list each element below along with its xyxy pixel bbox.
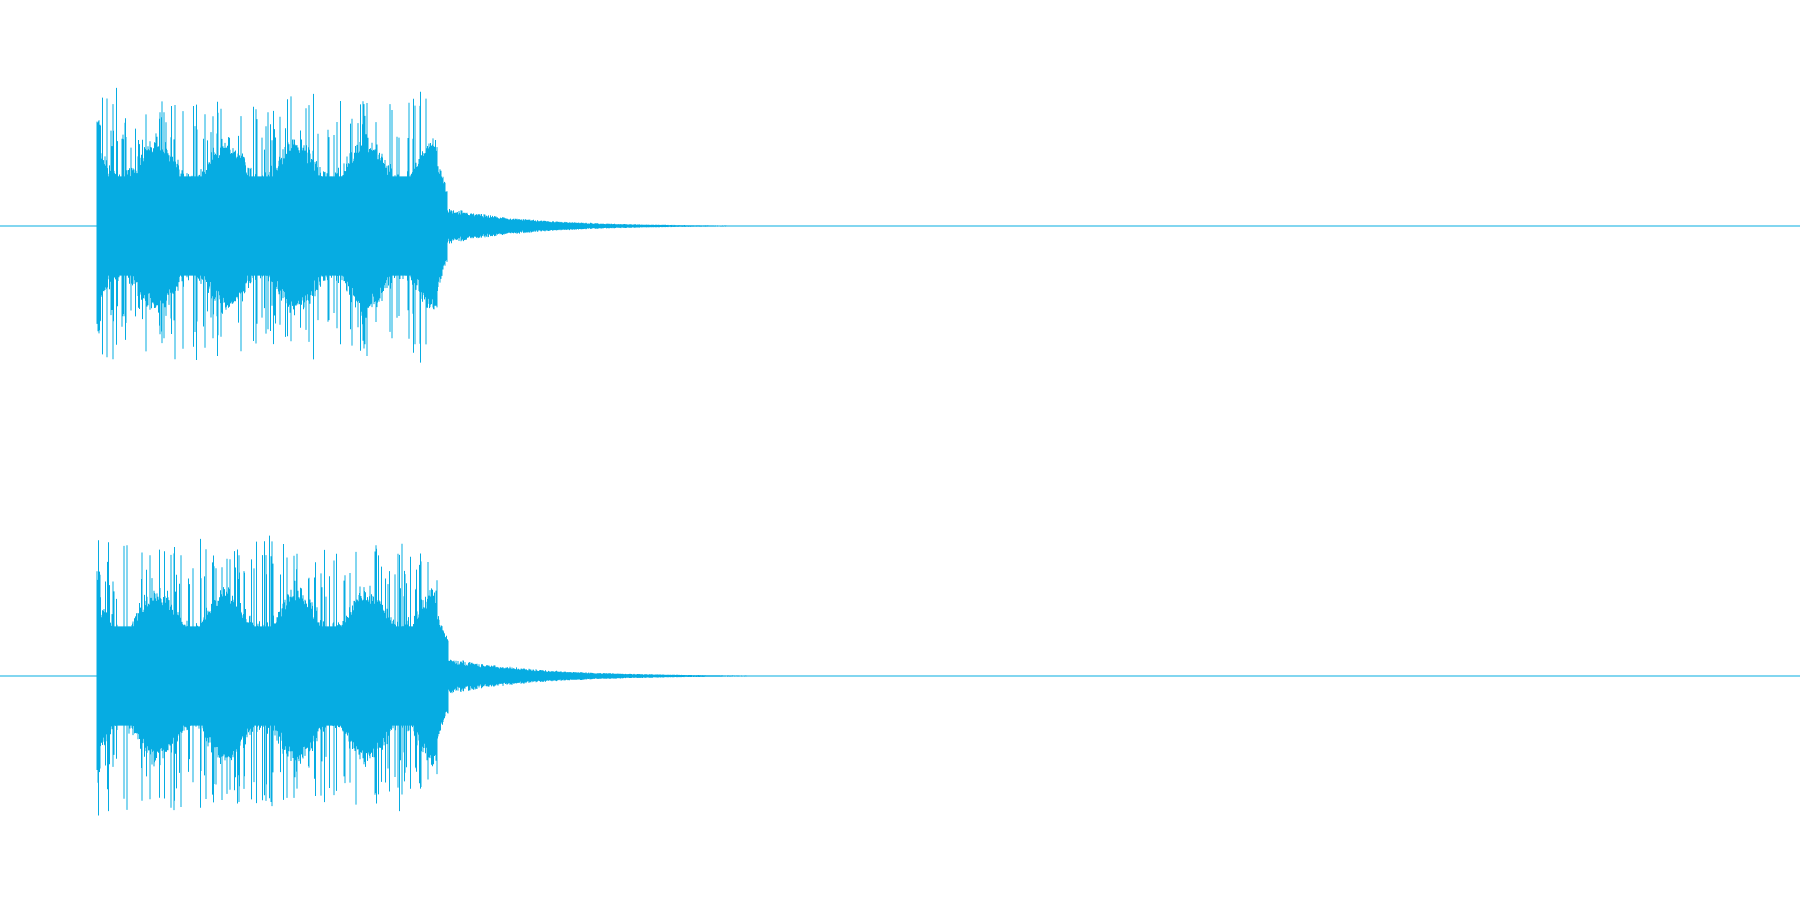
channel-1-waveform-core [97,176,438,276]
channel-2-track [0,535,1800,816]
channel-1-waveform [96,87,775,363]
channel-2-waveform [96,535,802,816]
channel-1-track [0,87,1800,363]
channel-2-waveform-core [97,626,438,726]
